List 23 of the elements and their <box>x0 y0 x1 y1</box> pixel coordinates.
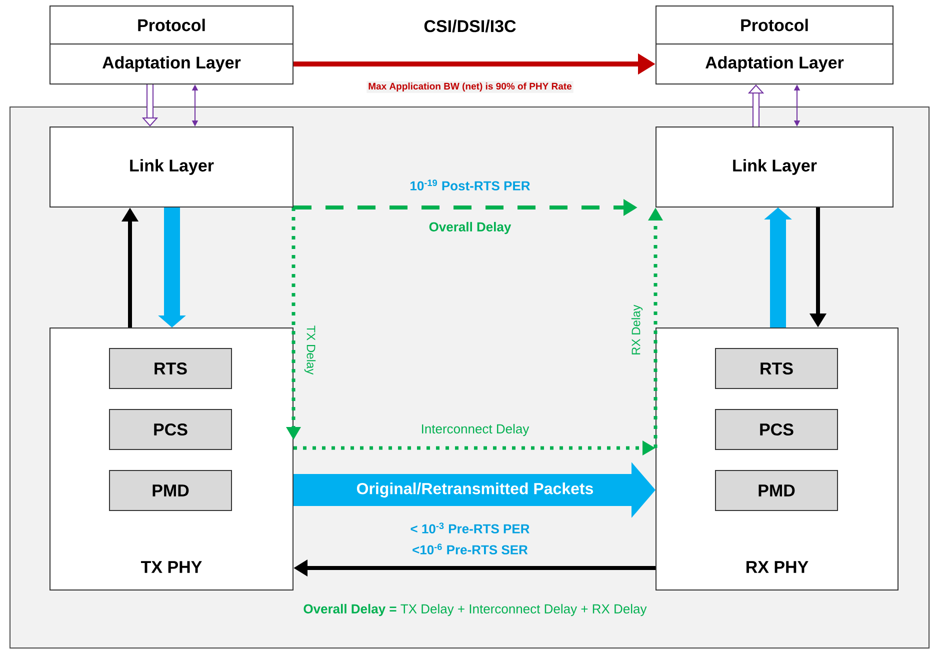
edge-label: RX Delay <box>630 303 644 357</box>
edge-label: Max Application BW (net) is 90% of PHY Rate <box>366 81 574 93</box>
formula-note: Overall Delay = TX Delay + Interconnect Delay + RX Delay <box>304 604 647 616</box>
edge-label: 10$^{-19}$ Post-RTS PER <box>408 178 532 192</box>
heading: CSI/DSI/I3C <box>424 20 516 32</box>
sublayer-box: PMD <box>109 470 232 511</box>
sublayer-box: RTS <box>715 348 838 389</box>
error-rate-label: < 10$^{-3}$ Pre-RTS PER <box>410 522 530 534</box>
layer-box: Protocol <box>50 6 294 44</box>
layer-box: Adaptation Layer <box>50 44 294 84</box>
sublayer-box: RTS <box>109 348 232 389</box>
sublayer-box: PCS <box>109 409 232 450</box>
edge-label: TX Delay <box>302 324 318 376</box>
layer-box: Protocol <box>656 6 894 44</box>
sublayer-box: PCS <box>715 409 838 450</box>
edge-label: Original/Retransmitted Packets <box>356 482 594 498</box>
sublayer-box: PMD <box>715 470 838 511</box>
edge-label: Interconnect Delay <box>419 422 531 438</box>
delay-label: Overall Delay <box>429 222 512 234</box>
layer-box: Link Layer <box>656 126 894 208</box>
layer-box: Adaptation Layer <box>656 44 894 84</box>
layer-box: Link Layer <box>50 126 294 208</box>
error-rate-label: <10$^{-6}$ Pre-RTS SER <box>412 544 528 554</box>
